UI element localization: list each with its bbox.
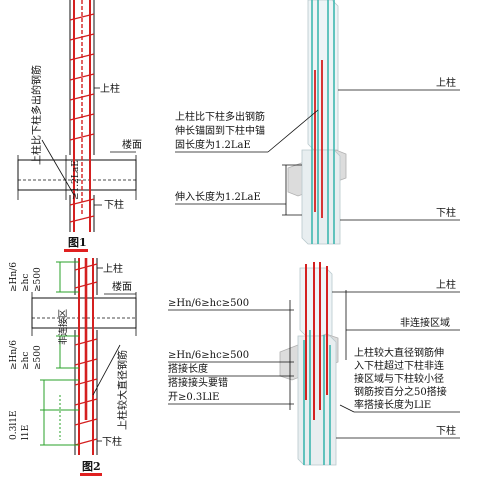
- render2: 上柱 下柱 ≥Hn/6≥hc≥500 非连接区域 ≥Hn/6≥hc≥500 搭接…: [168, 262, 460, 466]
- fig1-caption-underline: [64, 249, 88, 252]
- r1-note-line1: 上柱比下柱多出钢筋: [175, 110, 265, 123]
- fig2-larger-bars-note: 上柱较大直径钢筋: [116, 350, 129, 430]
- r2-splice-stagger-1: 搭接接头要错: [168, 376, 228, 389]
- fig1-stirrups: [69, 13, 95, 223]
- r2-note-line3: 接区域与下柱较小径: [354, 372, 444, 385]
- r1-lower-column-label: 下柱: [436, 206, 456, 219]
- fig2-lower-column-label: 下柱: [102, 435, 122, 448]
- fig2-dim-500-b: ≥500: [33, 345, 43, 370]
- r2-note-line5: 率搭接长度为LlE: [354, 398, 431, 411]
- r1-teal-bars: [311, 0, 335, 244]
- fig2-dim-500: ≥500: [33, 267, 43, 292]
- r2-note-line2: 入下柱超过下柱非连: [354, 359, 444, 372]
- r2-note-line1: 上柱较大直径钢筋伸: [354, 346, 444, 359]
- fig2-splice-formula-2: l1E: [21, 425, 31, 440]
- r1-insert-length: 伸入长度为1.2LaE: [175, 190, 261, 203]
- r2-teal-bars: [303, 330, 331, 465]
- r2-splice-stagger-2: 开≥0.3LlE: [168, 392, 219, 403]
- fig1-slab: [17, 159, 137, 191]
- r2-red-bars: [305, 262, 328, 420]
- fig2-non-splice-zone: 非连接区: [57, 309, 69, 345]
- r1-red-bars: [314, 60, 323, 218]
- fig2-dim-top-b: ≥Hn/6: [9, 340, 19, 370]
- fig2-splice-formula-1: 0.3l1E: [9, 411, 19, 441]
- r1-note-line2: 伸长锚固到下柱中锚: [175, 124, 265, 137]
- fig1-caption: 图1: [68, 236, 87, 249]
- fig2-dim-hc-b: ≥hc: [21, 352, 31, 370]
- fig1-floor-label: 楼面: [122, 138, 142, 151]
- fig1-upper-column-label: 上柱: [100, 82, 120, 95]
- r2-note-line4: 钢筋按百分之50搭接: [354, 385, 447, 398]
- fig1-extra-bars-note: 上柱比下柱多出的钢筋: [30, 65, 43, 165]
- fig1-anchor-length: ≥1.2LaE: [71, 160, 81, 200]
- fig2-caption: 图2: [82, 460, 101, 473]
- fig2-stirrups: [74, 263, 98, 446]
- r2-non-splice-zone: 非连接区域: [400, 316, 450, 329]
- fig2-dim-hc: ≥hc: [21, 274, 31, 292]
- render1: 上柱 下柱 上柱比下柱多出钢筋 伸长锚固到下柱中锚 固长度为1.2LaE 伸入长…: [175, 0, 460, 245]
- figure1: 上柱 下柱 楼面 ≥1.2LaE 上柱比下柱多出的钢筋 图1: [17, 0, 142, 252]
- fig2-upper-column-label: 上柱: [103, 262, 123, 275]
- fig2-caption-underline: [80, 473, 102, 476]
- r1-upper-column-label: 上柱: [436, 76, 456, 89]
- fig2-dim-top: ≥Hn/6: [9, 262, 19, 292]
- figure2: ≥Hn/6 ≥hc ≥500 非连接区 ≥Hn/6 ≥hc ≥500 0.3l1…: [9, 258, 137, 476]
- r2-dim-label-mid: ≥Hn/6≥hc≥500: [168, 350, 249, 361]
- fig2-floor-label: 楼面: [112, 280, 132, 293]
- r2-dim-label-top: ≥Hn/6≥hc≥500: [168, 298, 249, 309]
- fig2-green-dims: [40, 261, 79, 446]
- r2-lower-column-label: 下柱: [436, 424, 456, 437]
- r2-splice-length: 搭接长度: [168, 362, 208, 375]
- fig1-lower-column-label: 下柱: [104, 198, 124, 211]
- fig2-slab: [31, 297, 137, 329]
- r2-upper-column-label: 上柱: [436, 278, 456, 291]
- fig1-leader: [41, 139, 75, 196]
- r1-note-line3: 固长度为1.2LaE: [175, 138, 251, 151]
